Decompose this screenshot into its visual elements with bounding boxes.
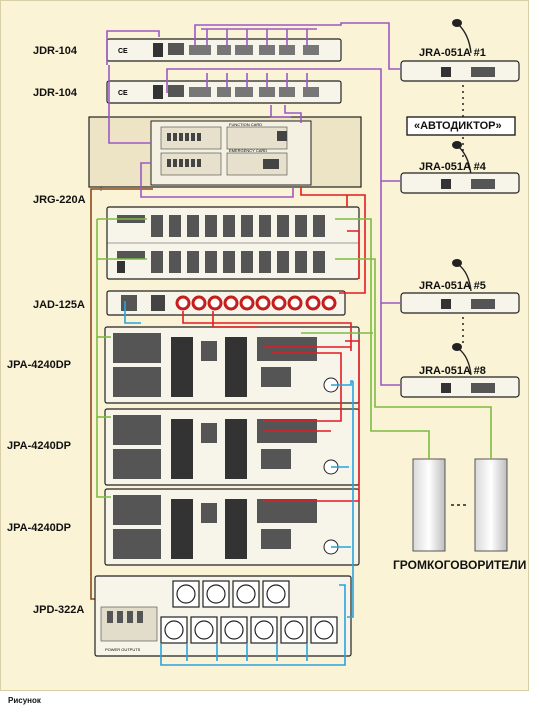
green-cable (96, 218, 492, 498)
label-autodiktor: «АВТОДИКТОР» (414, 120, 502, 132)
card-chassis: FUNCTION CARD EMERGENCY CARD (150, 120, 312, 186)
loudspeaker-left (412, 458, 446, 552)
figure-caption: Рисунок (8, 696, 41, 705)
autodiktor-box (406, 116, 516, 136)
label-jdr-104-2: JDR-104 (33, 87, 78, 99)
violet-cable (106, 22, 401, 386)
label-jra-051a-4: JRA-051A #4 (419, 161, 486, 173)
label-jra-051a-5: JRA-051A #5 (419, 280, 486, 292)
jpd-322a-unit: POWER OUTPUTS (94, 575, 352, 657)
label-jdr-104-1: JDR-104 (33, 45, 78, 57)
label-jpa-4240dp-1: JPA-4240DP (7, 359, 71, 371)
loudspeaker-right (474, 458, 508, 552)
jra-051a-4-console (400, 141, 520, 194)
jpa-4240dp-unit-2 (104, 408, 360, 486)
label-jpa-4240dp-3: JPA-4240DP (7, 522, 71, 534)
wiring-diagram: CE CE FUNCT (88, 19, 520, 666)
label-jrg-220a: JRG-220A (33, 194, 86, 206)
label-jad-125a: JAD-125A (33, 299, 85, 311)
red-cable (182, 187, 366, 502)
svg-text:CE: CE (118, 90, 128, 97)
jra-051a-8-console (400, 343, 520, 398)
jpa-4240dp-unit-1 (104, 326, 360, 404)
label-jpd-322a: JPD-322A (33, 604, 85, 616)
jrg-220a-unit (106, 206, 360, 280)
jdr-104-unit-2: CE (106, 80, 342, 104)
blue-cable (124, 301, 354, 666)
label-jra-051a-1: JRA-051A #1 (419, 47, 486, 59)
power-outputs-text: POWER OUTPUTS (105, 647, 141, 652)
jpa-4240dp-unit-3 (104, 488, 360, 566)
emergency-card-text: EMERGENCY CARD (229, 148, 267, 153)
label-speakers: ГРОМКОГОВОРИТЕЛИ (393, 558, 527, 572)
svg-text:CE: CE (118, 48, 128, 55)
jad-125a-unit (106, 290, 346, 316)
jra-051a-1-console (400, 19, 520, 82)
function-card-text: FUNCTION CARD (229, 122, 262, 127)
diagram-board: CE CE FUNCT (0, 0, 529, 691)
jdr-104-unit-1: CE (106, 38, 342, 62)
label-jra-051a-8: JRA-051A #8 (419, 365, 486, 377)
label-jpa-4240dp-2: JPA-4240DP (7, 440, 71, 452)
